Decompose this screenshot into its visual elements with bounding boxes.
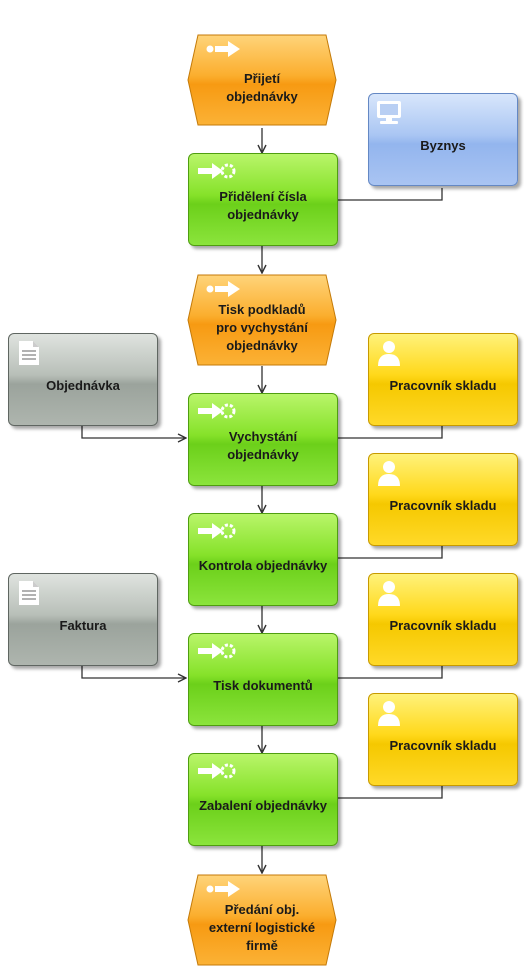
org-link <box>338 666 443 679</box>
person-icon <box>378 701 400 726</box>
event-hexagon-shape <box>187 34 337 126</box>
function-gear-arrow-icon <box>198 403 236 419</box>
document-faktura[interactable]: Faktura <box>8 573 158 666</box>
function-picking[interactable]: Vychystání objednávky <box>188 393 338 486</box>
function-print-documents[interactable]: Tisk dokumentů <box>188 633 338 726</box>
trigger-arrow-icon <box>206 41 240 57</box>
person-icon <box>378 581 400 606</box>
system-label: Byznys <box>420 137 466 153</box>
person-icon <box>378 341 400 366</box>
document-objednavka[interactable]: Objednávka <box>8 333 158 426</box>
org-unit-warehouse-worker[interactable]: Pracovník skladu <box>368 573 518 666</box>
event-hexagon-shape <box>187 274 337 366</box>
document-icon <box>19 341 39 365</box>
org-unit-label: Pracovník skladu <box>389 377 497 393</box>
function-gear-arrow-icon <box>198 763 236 779</box>
system-byznys[interactable]: Byznys <box>368 93 518 186</box>
document-label: Objednávka <box>46 377 120 393</box>
function-label: Kontrola objednávky <box>198 557 328 573</box>
event-label: Přijetí objednávky <box>226 70 298 104</box>
system-link <box>338 188 443 201</box>
event-hexagon-shape <box>187 874 337 966</box>
function-gear-arrow-icon <box>198 523 236 539</box>
org-unit-label: Pracovník skladu <box>389 617 497 633</box>
document-input-link <box>81 426 186 438</box>
event-order-received[interactable]: Přijetí objednávky <box>186 33 338 128</box>
event-label: Předání obj. externí logistické firmě <box>208 901 316 953</box>
org-link <box>338 786 443 799</box>
event-handover-logistics[interactable]: Předání obj. externí logistické firmě <box>186 873 338 968</box>
trigger-arrow-icon <box>206 881 240 897</box>
function-label: Tisk dokumentů <box>213 677 313 693</box>
event-print-picking-docs[interactable]: Tisk podkladů pro vychystání objednávky <box>186 273 338 368</box>
org-unit-label: Pracovník skladu <box>389 737 497 753</box>
function-label: Vychystání objednávky <box>227 428 299 462</box>
function-order-check[interactable]: Kontrola objednávky <box>188 513 338 606</box>
event-label: Tisk podkladů pro vychystání objednávky <box>216 301 308 353</box>
org-unit-warehouse-worker[interactable]: Pracovník skladu <box>368 693 518 786</box>
org-link <box>338 426 443 439</box>
org-link <box>338 546 443 559</box>
person-icon <box>378 461 400 486</box>
trigger-arrow-icon <box>206 281 240 297</box>
function-gear-arrow-icon <box>198 643 236 659</box>
function-label: Zabalení objednávky <box>199 797 327 813</box>
org-unit-warehouse-worker[interactable]: Pracovník skladu <box>368 333 518 426</box>
function-gear-arrow-icon <box>198 163 236 179</box>
document-label: Faktura <box>59 617 107 633</box>
computer-icon <box>377 101 401 124</box>
document-icon <box>19 581 39 605</box>
function-assign-order-number[interactable]: Přidělení čísla objednávky <box>188 153 338 246</box>
function-label: Přidělení čísla objednávky <box>219 188 307 222</box>
org-unit-label: Pracovník skladu <box>389 497 497 513</box>
org-unit-warehouse-worker[interactable]: Pracovník skladu <box>368 453 518 546</box>
document-input-link <box>81 666 186 678</box>
function-pack-order[interactable]: Zabalení objednávky <box>188 753 338 846</box>
